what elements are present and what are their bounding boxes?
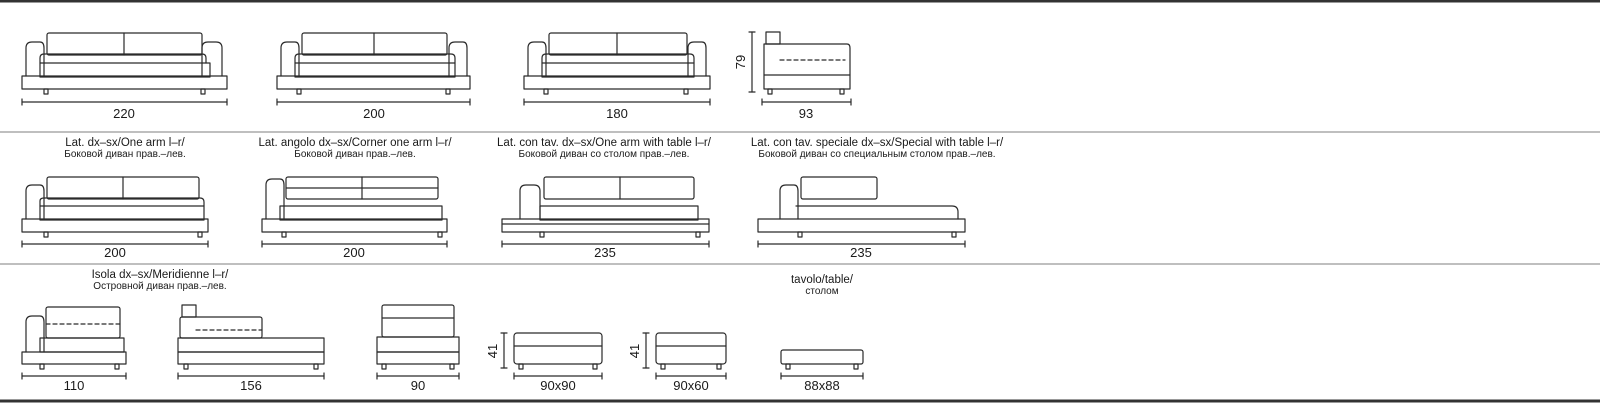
dim-label: 200 (104, 245, 126, 260)
caption-special-table: Lat. con tav. speciale dx–sx/Special wit… (732, 137, 1022, 161)
height-label: 41 (485, 344, 500, 358)
dim-label: 235 (594, 245, 616, 260)
dim-label: 200 (363, 106, 385, 121)
dim-label: 220 (113, 106, 135, 121)
height-label: 41 (627, 344, 642, 358)
caption-line: Боковой диван прав.–лев. (64, 149, 186, 160)
caption-line: Lat. dx–sx/One arm l–r/ (65, 137, 185, 149)
meridienne-156-drawing (177, 304, 325, 380)
caption-line: tavolo/table/ (790, 274, 853, 286)
one-arm-table-235-drawing (501, 176, 710, 248)
caption-line: Lat. con tav. dx–sx/One arm with table l… (497, 137, 711, 149)
caption-line: Боковой диван прав.–лев. (294, 149, 416, 160)
meridienne-110-drawing (21, 306, 127, 380)
caption-line: Островной диван прав.–лев. (93, 281, 227, 292)
dim-label: 90x90 (540, 378, 575, 393)
dim-label: 90 (411, 378, 425, 393)
pouf-90x60-drawing (642, 332, 727, 380)
corner-one-arm-200-drawing (261, 176, 448, 248)
caption-table: tavolo/table/ столом (770, 274, 874, 298)
dim-label: 235 (850, 245, 872, 260)
caption-line: Боковой диван со столом прав.–лев. (518, 149, 690, 160)
dim-label: 88x88 (804, 378, 839, 393)
height-label: 79 (733, 55, 748, 69)
caption-line: Lat. con tav. speciale dx–sx/Special wit… (750, 137, 1004, 149)
sofa-220-drawing (21, 32, 228, 106)
armless-90-drawing (376, 304, 460, 380)
caption-line: Isola dx–sx/Meridienne l–r/ (91, 269, 229, 281)
sofa-200-drawing (276, 32, 471, 106)
caption-one-arm: Lat. dx–sx/One arm l–r/ Боковой диван пр… (20, 137, 230, 161)
dim-label: 110 (64, 378, 85, 393)
dim-label: 93 (799, 106, 813, 121)
end-module-93-drawing (748, 31, 852, 106)
caption-line: Lat. angolo dx–sx/Corner one arm l–r/ (258, 137, 452, 149)
pouf-90x90-drawing (500, 332, 603, 380)
special-table-235-drawing (757, 176, 966, 248)
caption-one-arm-table: Lat. con tav. dx–sx/One arm with table l… (479, 137, 729, 161)
dim-label: 200 (343, 245, 365, 260)
caption-meridienne: Isola dx–sx/Meridienne l–r/ Островной ди… (70, 269, 250, 293)
caption-corner-one-arm: Lat. angolo dx–sx/Corner one arm l–r/ Бо… (244, 137, 466, 161)
one-arm-200-drawing (21, 176, 209, 248)
sofa-180-drawing (523, 32, 711, 106)
dim-label: 156 (240, 378, 262, 393)
dim-label: 180 (606, 106, 628, 121)
table-88x88-drawing (780, 349, 864, 380)
caption-line: столом (805, 286, 839, 297)
dim-label: 90x60 (673, 378, 708, 393)
caption-line: Боковой диван со специальным столом прав… (758, 149, 996, 160)
